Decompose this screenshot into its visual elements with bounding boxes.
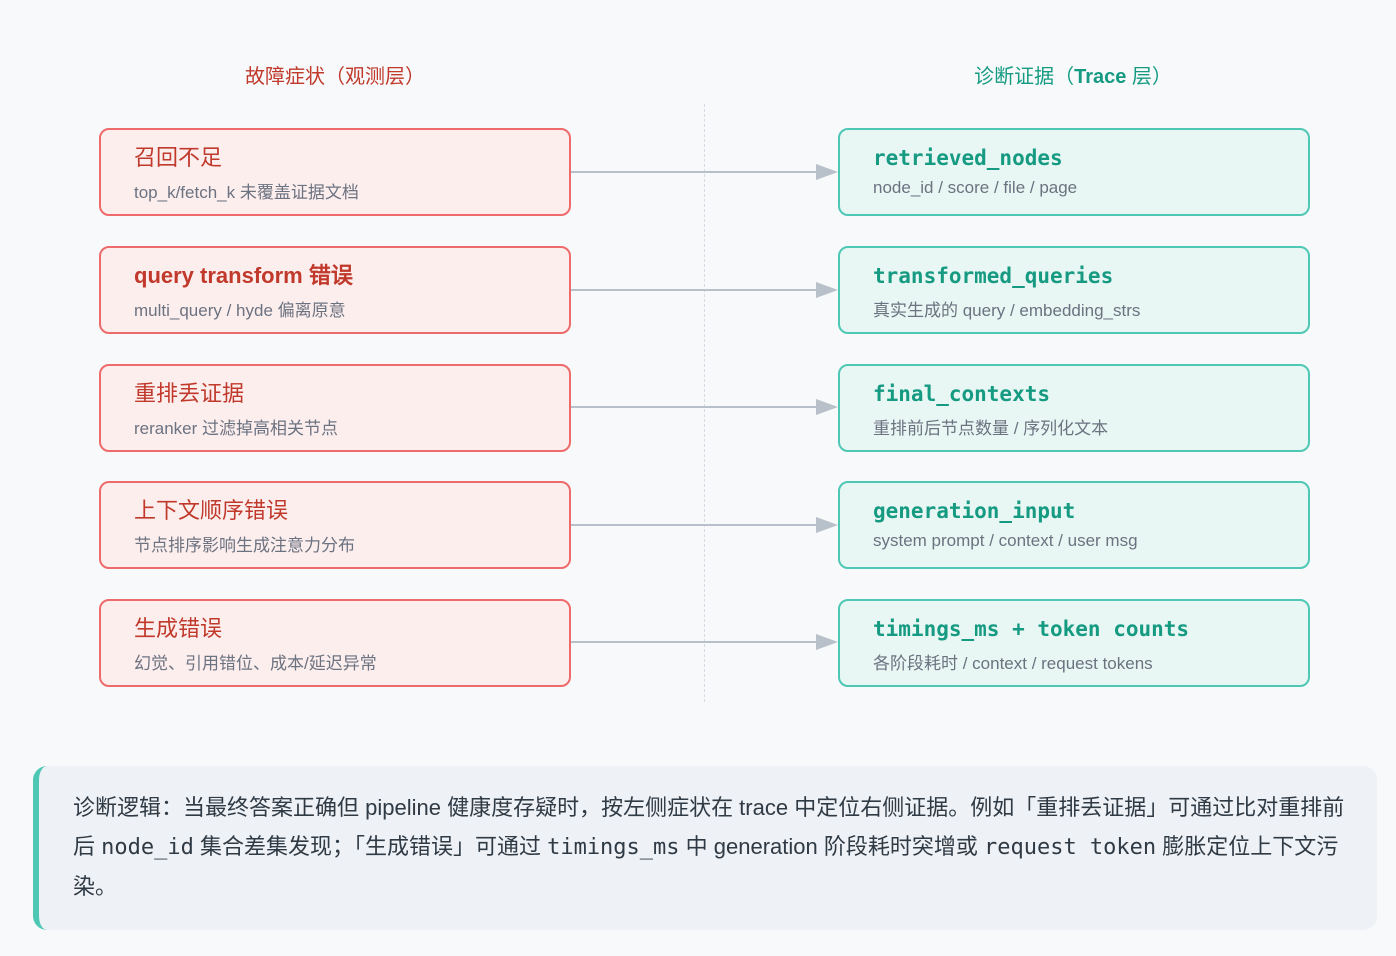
evidence-header-trace: Trace bbox=[1074, 66, 1127, 88]
symptom-title: 生成错误 bbox=[134, 616, 223, 641]
symptom-card-query-transform: query transform 错误 multi_query / hyde 偏离… bbox=[99, 246, 571, 334]
symptom-subtitle: top_k/fetch_k 未覆盖证据文档 bbox=[134, 183, 359, 202]
evidence-title: final_contexts bbox=[873, 382, 1051, 406]
symptom-card-recall: 召回不足 top_k/fetch_k 未覆盖证据文档 bbox=[99, 128, 571, 216]
note-text-4: 膨胀定位上下文污染。 bbox=[73, 834, 1339, 899]
arrow-query-to-transformed bbox=[571, 282, 838, 298]
evidence-card-timings: timings_ms + token counts 各阶段耗时 / contex… bbox=[838, 599, 1310, 687]
evidence-card-final-contexts: final_contexts 重排前后节点数量 / 序列化文本 bbox=[838, 364, 1310, 452]
evidence-header-prefix: 诊断证据（ bbox=[974, 66, 1075, 88]
note-code-timings: timings_ms bbox=[547, 835, 680, 860]
arrow-recall-to-retrieved bbox=[571, 164, 838, 180]
evidence-title: retrieved_nodes bbox=[873, 146, 1063, 170]
symptom-title: 召回不足 bbox=[134, 145, 223, 170]
symptom-title: 重排丢证据 bbox=[134, 381, 245, 406]
symptoms-column-header: 故障症状（观测层） bbox=[245, 66, 425, 88]
evidence-title: transformed_queries bbox=[873, 264, 1114, 288]
evidence-title: timings_ms + token counts bbox=[873, 617, 1190, 641]
symptom-subtitle: multi_query / hyde 偏离原意 bbox=[134, 301, 346, 320]
evidence-card-transformed-queries: transformed_queries 真实生成的 query / embedd… bbox=[838, 246, 1310, 334]
evidence-subtitle: node_id / score / file / page bbox=[873, 178, 1078, 197]
diagnosis-note: 诊断逻辑：当最终答案正确但 pipeline 健康度存疑时，按左侧症状在 tra… bbox=[33, 766, 1377, 930]
evidence-card-generation-input: generation_input system prompt / context… bbox=[838, 481, 1310, 569]
note-text-3: 中 generation 阶段耗时突增或 bbox=[679, 834, 984, 859]
symptom-subtitle: 幻觉、引用错位、成本/延迟异常 bbox=[134, 654, 377, 673]
evidence-subtitle: 重排前后节点数量 / 序列化文本 bbox=[873, 419, 1109, 438]
note-code-node-id: node_id bbox=[101, 835, 194, 860]
column-divider bbox=[704, 104, 705, 702]
arrow-generation-to-timings bbox=[571, 634, 838, 650]
note-text-1: 诊断逻辑：当最终答案正确但 pipeline 健康度存疑时，按左侧症状在 tra… bbox=[73, 795, 1345, 859]
evidence-title: generation_input bbox=[873, 499, 1076, 523]
note-text-2: 集合差集发现；「生成错误」可通过 bbox=[193, 834, 548, 859]
symptom-card-rerank: 重排丢证据 reranker 过滤掉高相关节点 bbox=[99, 364, 571, 452]
evidence-subtitle: 各阶段耗时 / context / request tokens bbox=[873, 654, 1153, 673]
symptom-card-generation: 生成错误 幻觉、引用错位、成本/延迟异常 bbox=[99, 599, 571, 687]
arrow-order-to-generation-input bbox=[571, 517, 838, 533]
evidence-subtitle: 真实生成的 query / embedding_strs bbox=[873, 301, 1141, 320]
evidence-subtitle: system prompt / context / user msg bbox=[873, 531, 1138, 550]
arrow-rerank-to-final-contexts bbox=[571, 399, 838, 415]
evidence-card-retrieved-nodes: retrieved_nodes node_id / score / file /… bbox=[838, 128, 1310, 216]
symptom-title: query transform 错误 bbox=[134, 263, 353, 288]
symptom-subtitle: 节点排序影响生成注意力分布 bbox=[134, 536, 355, 555]
note-code-request-token: request token bbox=[983, 835, 1157, 860]
symptom-card-context-order: 上下文顺序错误 节点排序影响生成注意力分布 bbox=[99, 481, 571, 569]
evidence-header-suffix: 层） bbox=[1126, 66, 1172, 88]
symptom-subtitle: reranker 过滤掉高相关节点 bbox=[134, 419, 339, 438]
symptom-title: 上下文顺序错误 bbox=[134, 498, 289, 523]
evidence-column-header: 诊断证据（Trace 层） bbox=[838, 60, 1308, 89]
